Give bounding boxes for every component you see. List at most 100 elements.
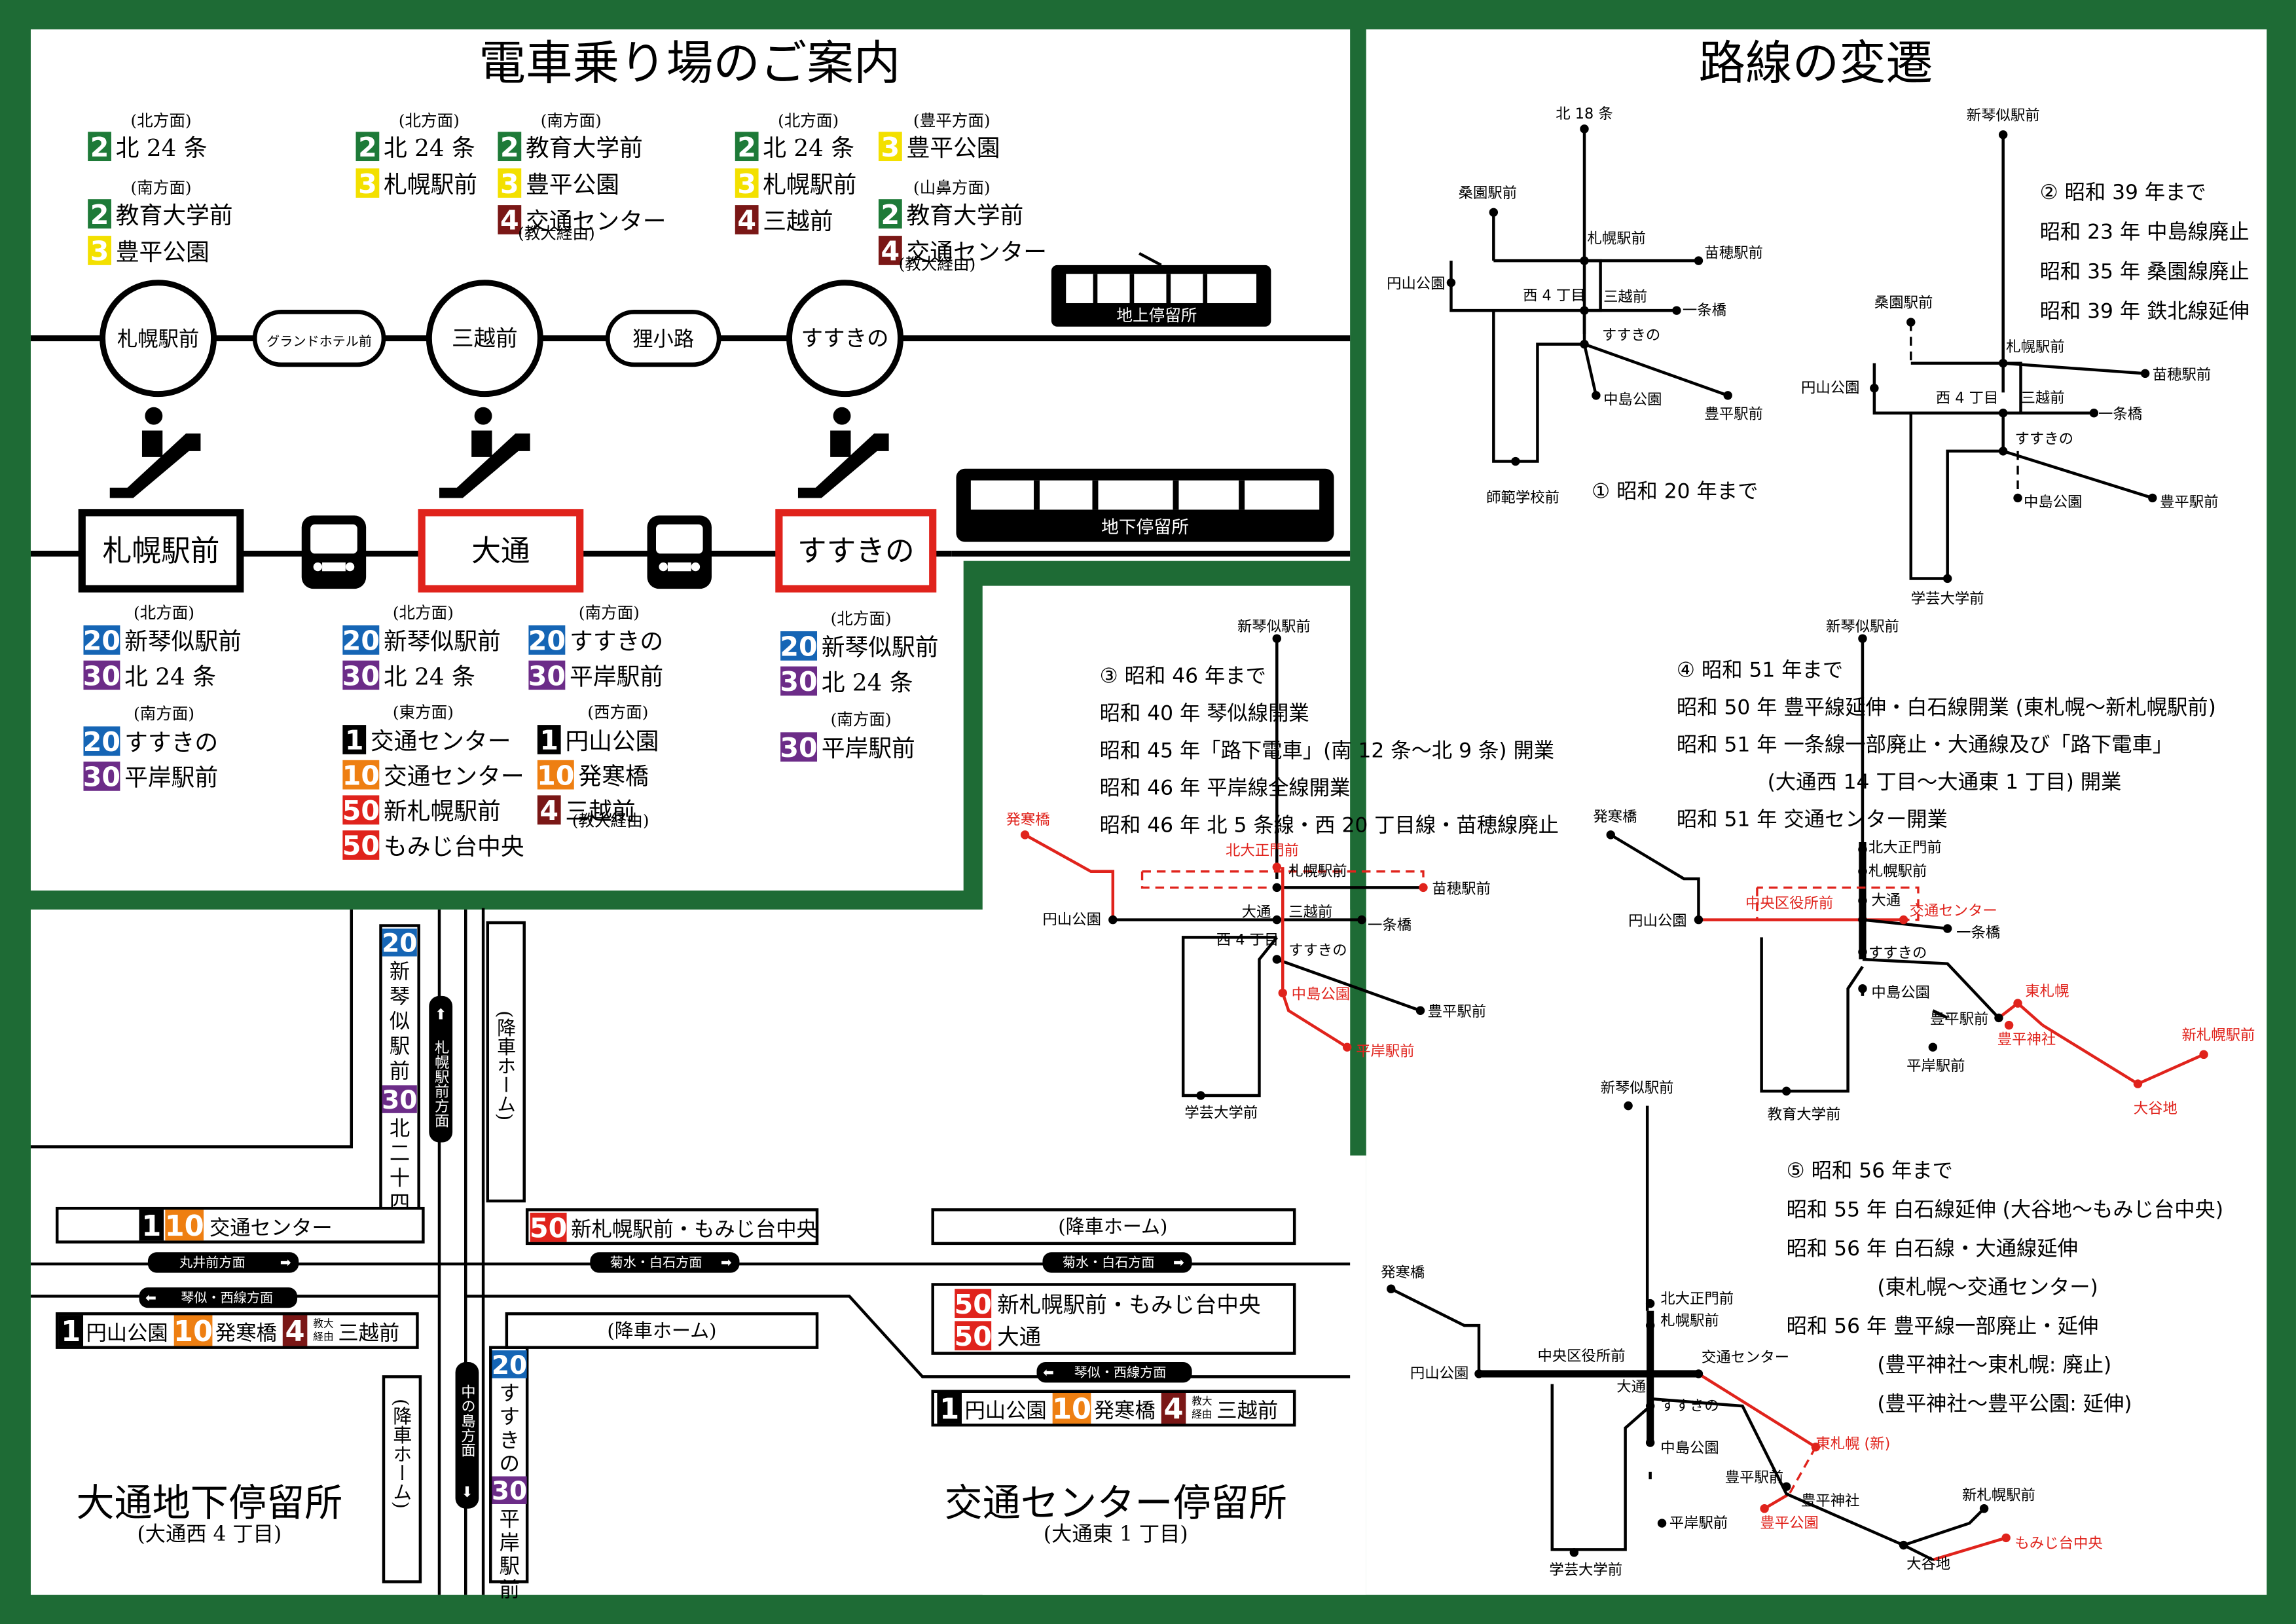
era-heading: ④ 昭和 51 年まで <box>1677 658 1843 682</box>
map-station-label: 桑園駅前 <box>1874 295 1933 312</box>
vertical-char: き <box>500 1429 520 1452</box>
svg-text:(降車ホーム): (降車ホーム) <box>1058 1215 1167 1238</box>
svg-text:30: 30 <box>528 660 566 692</box>
map-station-label: 桑園駅前 <box>1459 185 1517 202</box>
stop-layouts: 20新琴似駅前30北二十四条 ⬆ 札幌駅前方面 (降車ホーム) 110交通センタ… <box>30 908 1351 1602</box>
svg-text:20: 20 <box>382 929 417 959</box>
alight-platform-center: (降車ホーム) <box>931 1208 1296 1246</box>
svg-text:⬅: ⬅ <box>145 1289 156 1305</box>
destination-label: 豊平公園 <box>906 135 1000 162</box>
route-map-1945: 北 18 条桑園駅前札幌駅前苗穂駅前円山公園西 4 丁目三越前一条橋すすきの中島… <box>1387 105 1763 506</box>
surface-station-name: グランドホテル前 <box>266 333 372 349</box>
era-1: ① 昭和 20 年まで <box>1592 479 1758 503</box>
route-2-badge: 2 <box>735 132 759 163</box>
platform-guide: 電車乗り場のご案内 札幌駅前グランドホテル前三越前狸小路すすきの 地上停留所 札… <box>30 36 1351 862</box>
era-line: (大通西 14 丁目〜大通東 1 丁目) 開業 <box>1768 770 2122 794</box>
route-2-badge: 2 <box>878 199 902 231</box>
center-stop-sub: (大通東 1 丁目) <box>1044 1522 1188 1546</box>
vertical-char: 二 <box>390 1141 410 1165</box>
svg-text:4: 4 <box>539 795 558 826</box>
era-line: 昭和 39 年 鉄北線延伸 <box>2040 299 2250 323</box>
route-3-badge: 3 <box>88 236 111 267</box>
note-label: (教大経由) <box>572 811 649 830</box>
surface-stop-label: 地上停留所 <box>1116 306 1197 325</box>
note-label: (教大経由) <box>518 224 595 243</box>
map-station-label: 交通センター <box>1910 902 1997 919</box>
route-3-badge: 3 <box>355 168 380 200</box>
map-station-label: 一条橋 <box>1683 302 1726 319</box>
route-map-1981: 新琴似駅前発寒橋北大正門前札幌駅前中央区役所前交通センター円山公園大通すすきの中… <box>1381 1080 2103 1579</box>
route-20-badge: 20 <box>528 625 566 657</box>
map-station-label: 大谷地 <box>1906 1555 1950 1572</box>
svg-text:3: 3 <box>358 168 377 200</box>
svg-text:2: 2 <box>737 132 756 163</box>
era-line: 昭和 56 年 豊平線一部廃止・延伸 <box>1787 1314 2099 1338</box>
destination-label: もみじ台中央 <box>384 834 524 860</box>
svg-text:20: 20 <box>492 1351 527 1380</box>
route-4-badge: 4 <box>282 1315 308 1348</box>
svg-text:30: 30 <box>780 666 817 697</box>
destination-label: 新琴似駅前 <box>822 635 939 661</box>
route-30-badge: 30 <box>382 1085 418 1115</box>
svg-text:(降車ホーム): (降車ホーム) <box>607 1320 716 1342</box>
svg-text:➡: ➡ <box>280 1255 291 1270</box>
map-station-label: すすきの <box>1288 942 1347 959</box>
surface-station-name: 三越前 <box>452 325 518 351</box>
destination-label: すすきの <box>124 729 218 756</box>
svg-text:琴似・西線方面: 琴似・西線方面 <box>1074 1364 1167 1380</box>
note-label: 経由 <box>1192 1408 1212 1420</box>
destination-label: 交通センター <box>384 763 524 790</box>
route-10-badge: 10 <box>173 1315 213 1348</box>
destination-label: 教育大学前 <box>116 202 233 229</box>
svg-text:1: 1 <box>539 725 558 756</box>
direction-label: (南方面) <box>541 111 602 130</box>
era-heading: ① 昭和 20 年まで <box>1592 479 1758 503</box>
map-station-label: 北大正門前 <box>1868 840 1942 857</box>
destination-label: 交通センター <box>371 728 511 755</box>
route-20-badge: 20 <box>83 726 120 758</box>
destination-label: 豊平公園 <box>116 239 210 266</box>
alight-platform-north: (降車ホーム) <box>486 921 526 1203</box>
route-4-badge: 4 <box>878 236 902 267</box>
direction-label: (山鼻方面) <box>913 178 991 197</box>
svg-text:菊水・白石方面: 菊水・白石方面 <box>610 1255 702 1270</box>
map-station-label: 東札幌 (新) <box>1815 1435 1890 1452</box>
subway-station-name: すすきの <box>797 534 915 568</box>
route-10-badge: 10 <box>1052 1393 1091 1426</box>
map-station-label: 大通 <box>1242 904 1271 921</box>
svg-text:⬇: ⬇ <box>461 1484 473 1501</box>
map-station-label: 発寒橋 <box>1006 811 1050 828</box>
route-1-badge: 1 <box>342 725 367 756</box>
destination-label: 平岸駅前 <box>822 735 915 762</box>
route-3-badge: 3 <box>878 132 902 163</box>
route-2-badge: 2 <box>498 132 522 163</box>
platform-north-vertical: 20新琴似駅前30北二十四条 <box>379 924 420 1240</box>
destination-label: 北 24 条 <box>822 669 913 696</box>
svg-text:1: 1 <box>939 1393 959 1426</box>
vertical-char: 駅 <box>500 1555 520 1578</box>
destination-label: 交通センター <box>526 208 666 235</box>
era-line: 昭和 51 年 一条線一部廃止・大通線及び「路下電車」 <box>1677 733 2173 756</box>
map-station-label: 中央区役所前 <box>1537 1348 1625 1365</box>
svg-text:4: 4 <box>285 1316 305 1348</box>
destination-label: 発寒橋 <box>578 763 648 790</box>
direction-label: (北方面) <box>399 111 460 130</box>
svg-text:3: 3 <box>500 168 519 200</box>
svg-text:中の島方面: 中の島方面 <box>458 1384 475 1457</box>
map-station-label: 新琴似駅前 <box>1601 1080 1674 1097</box>
svg-text:10: 10 <box>1052 1393 1091 1426</box>
svg-text:20: 20 <box>528 625 566 657</box>
map-station-label: すすきの <box>1868 945 1927 962</box>
route-50-badge: 50 <box>955 1321 992 1352</box>
map-station-label: 北大正門前 <box>1660 1291 1734 1308</box>
vertical-char: の <box>500 1452 520 1476</box>
vertical-char: す <box>500 1382 520 1405</box>
sign-east-kikusui-2: 菊水・白石方面 ➡ <box>1042 1252 1192 1273</box>
vertical-char: 新 <box>390 960 410 984</box>
